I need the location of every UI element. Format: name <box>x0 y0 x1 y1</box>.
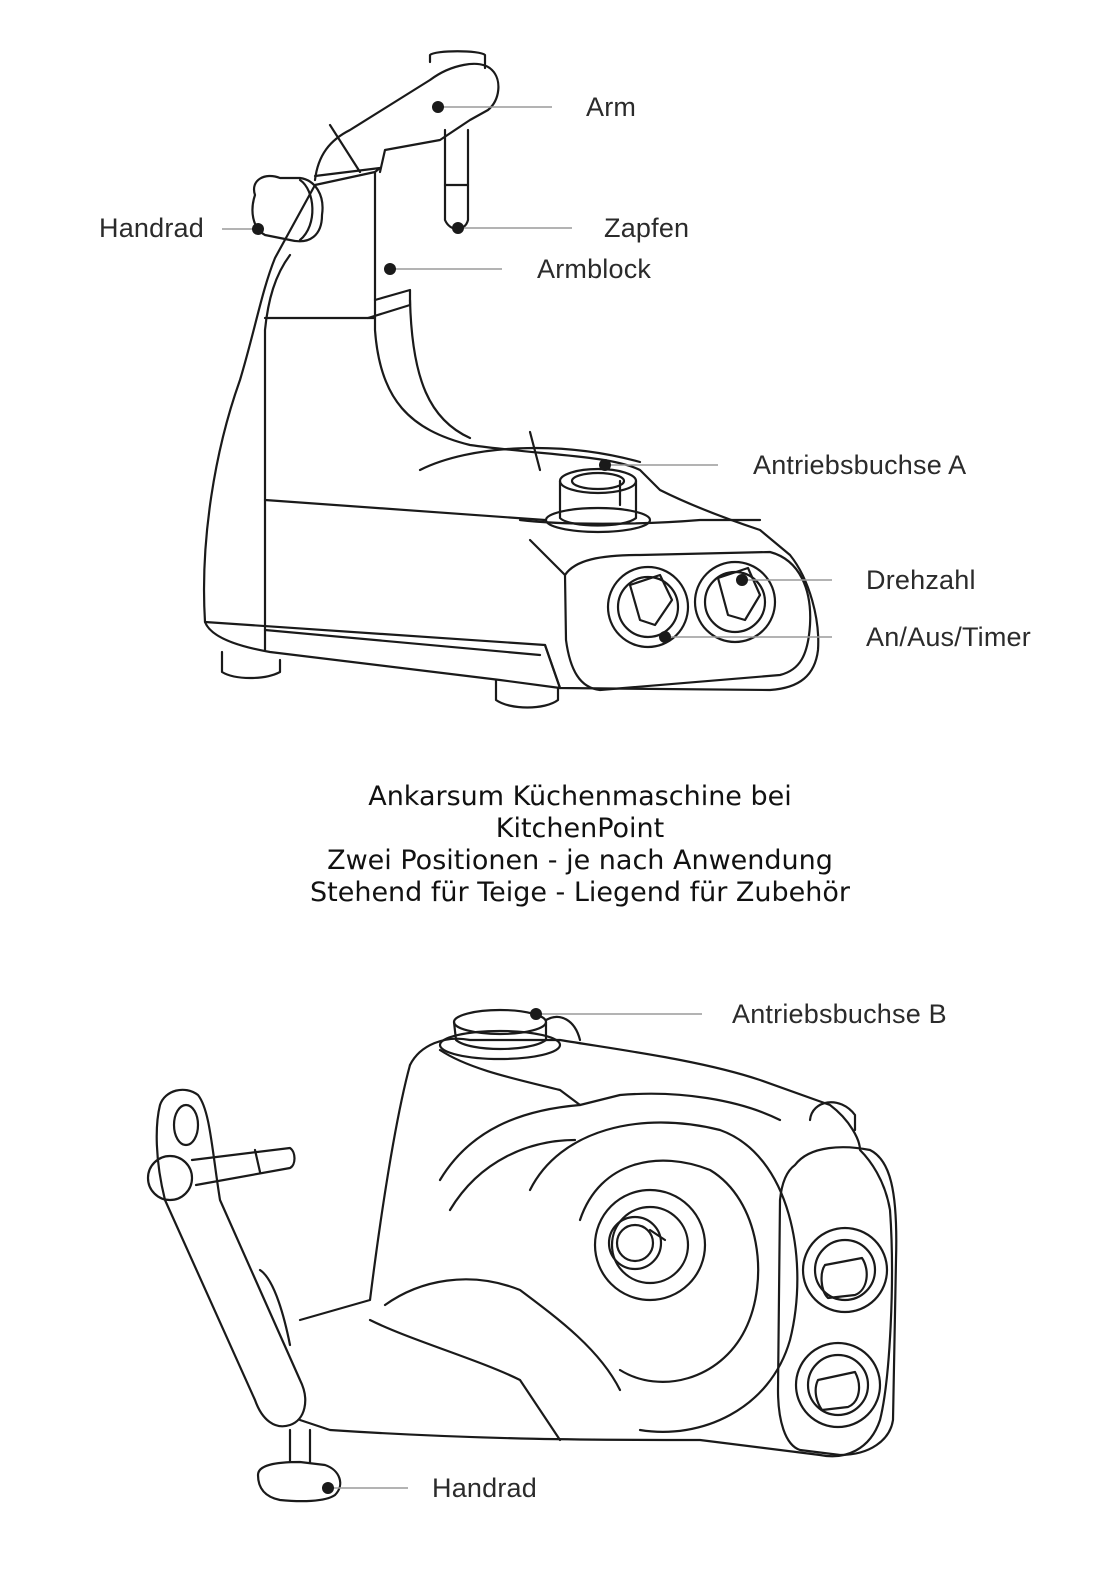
dot-zapfen <box>452 222 464 234</box>
dot-antriebsbuchse-a <box>599 459 611 471</box>
caption-line-2: KitchenPoint <box>495 813 665 844</box>
label-arm: Arm <box>586 92 637 122</box>
caption-line-3: Zwei Positionen - je nach Anwendung <box>327 845 833 876</box>
dot-an-aus-timer <box>659 631 671 643</box>
caption-line-1: Ankarsum Küchenmaschine bei <box>368 781 792 812</box>
label-handrad-bottom: Handrad <box>432 1473 537 1503</box>
lying-machine-drawing <box>146 1008 898 1503</box>
label-handrad-top: Handrad <box>99 213 204 243</box>
label-antriebsbuchse-a: Antriebsbuchse A <box>753 450 967 480</box>
dot-drehzahl <box>736 574 748 586</box>
control-panel <box>563 550 812 692</box>
dot-antriebsbuchse-b <box>530 1008 542 1020</box>
dot-arm <box>432 101 444 113</box>
callout-dots <box>252 101 748 1494</box>
drum <box>528 1121 799 1433</box>
label-an-aus-timer: An/Aus/Timer <box>866 622 1031 652</box>
caption-line-4: Stehend für Teige - Liegend für Zubehör <box>310 877 850 908</box>
standing-machine-drawing <box>202 50 820 709</box>
arm-lying <box>155 1088 307 1428</box>
caption-block: Ankarsum Küchenmaschine bei KitchenPoint… <box>200 781 960 909</box>
machine-body-lying <box>298 1037 894 1458</box>
dot-handrad-top <box>252 223 264 235</box>
side-control-panel <box>776 1146 898 1457</box>
label-drehzahl: Drehzahl <box>866 565 976 595</box>
leader-lines <box>222 106 832 1489</box>
label-armblock: Armblock <box>537 254 652 284</box>
label-zapfen: Zapfen <box>604 213 690 243</box>
label-antriebsbuchse-b: Antriebsbuchse B <box>732 999 947 1029</box>
machine-body-outline <box>202 170 820 692</box>
dot-handrad-bottom <box>322 1482 334 1494</box>
arm <box>313 62 500 182</box>
handwheel-bottom <box>256 1460 342 1503</box>
dot-armblock <box>384 263 396 275</box>
